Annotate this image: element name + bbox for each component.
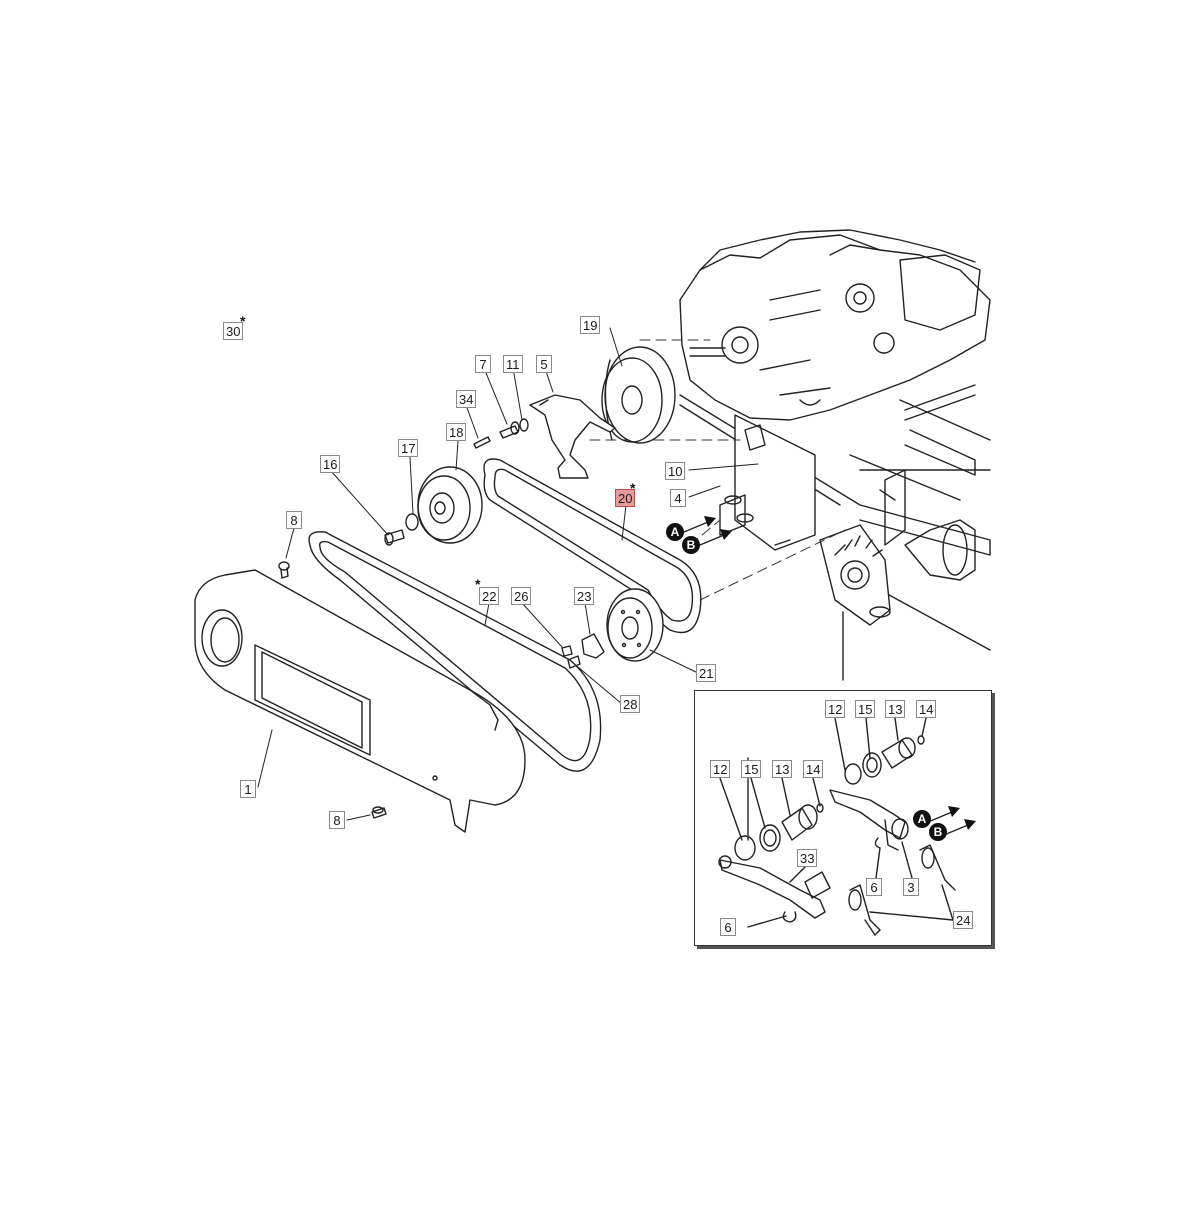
inset-callout-12-b[interactable]: 12: [710, 760, 731, 778]
detail-inset-frame: [694, 690, 992, 946]
dial-plate: [819, 524, 891, 681]
inset-callout-15-b[interactable]: 15: [741, 760, 762, 778]
callout-11[interactable]: 11: [503, 355, 523, 373]
inset-callout-3[interactable]: 3: [903, 878, 919, 896]
callout-28[interactable]: 28: [620, 695, 641, 713]
callout-30-star: *: [240, 313, 246, 329]
washer-11: [519, 418, 529, 432]
inset-parts: [718, 717, 956, 936]
marker-b: B: [682, 536, 700, 554]
engine-block: [679, 229, 991, 421]
callout-20-star: *: [630, 480, 636, 496]
callout-30[interactable]: 30: [223, 322, 244, 340]
frame-rails: [679, 384, 991, 651]
pulley-18: [417, 466, 483, 544]
bolts-26-28: [561, 645, 581, 669]
bolt-16: [384, 529, 405, 546]
bolt-8-bottom: [371, 806, 387, 819]
callout-1[interactable]: 1: [240, 780, 256, 798]
callout-5[interactable]: 5: [536, 355, 552, 373]
inset-callout-15-a[interactable]: 15: [855, 700, 876, 718]
inset-marker-b: B: [929, 823, 947, 841]
inset-marker-a: A: [913, 810, 931, 828]
inset-callout-6-left[interactable]: 6: [720, 918, 736, 936]
callout-17[interactable]: 17: [398, 439, 419, 457]
plate-23: [581, 633, 605, 659]
callout-8-bottom[interactable]: 8: [329, 811, 345, 829]
belt-cover-1: [194, 569, 526, 833]
callout-22[interactable]: 22: [479, 587, 500, 605]
callout-18[interactable]: 18: [446, 423, 467, 441]
callout-10[interactable]: 10: [665, 462, 686, 480]
pulley-21: [606, 588, 664, 662]
belt-22: [308, 531, 602, 772]
mounting-plate: [719, 414, 816, 551]
key-34: [473, 436, 491, 449]
callout-19[interactable]: 19: [580, 316, 601, 334]
callout-16[interactable]: 16: [320, 455, 341, 473]
bolt-8-top: [278, 561, 290, 579]
callout-26[interactable]: 26: [511, 587, 532, 605]
callout-22-star: *: [475, 576, 481, 592]
inset-callout-12-a[interactable]: 12: [825, 700, 846, 718]
callout-23[interactable]: 23: [574, 587, 595, 605]
washer-17: [405, 513, 419, 531]
inset-callout-6-right[interactable]: 6: [866, 878, 882, 896]
inset-callout-14-a[interactable]: 14: [916, 700, 937, 718]
bolt-7: [499, 421, 520, 439]
pulley-19: [601, 346, 676, 444]
callout-8-top[interactable]: 8: [286, 511, 302, 529]
callout-21[interactable]: 21: [696, 664, 717, 682]
callout-7[interactable]: 7: [475, 355, 491, 373]
belt-20: [483, 458, 702, 634]
callout-34[interactable]: 34: [456, 390, 477, 408]
inset-callout-33[interactable]: 33: [797, 849, 818, 867]
bracket-5: [529, 394, 616, 479]
callout-20[interactable]: 20: [615, 489, 636, 507]
inset-callout-13-a[interactable]: 13: [885, 700, 906, 718]
inset-callout-14-b[interactable]: 14: [803, 760, 824, 778]
inset-callout-13-b[interactable]: 13: [772, 760, 793, 778]
marker-a: A: [666, 523, 684, 541]
inset-callout-24[interactable]: 24: [953, 911, 974, 929]
callout-4[interactable]: 4: [670, 489, 686, 507]
